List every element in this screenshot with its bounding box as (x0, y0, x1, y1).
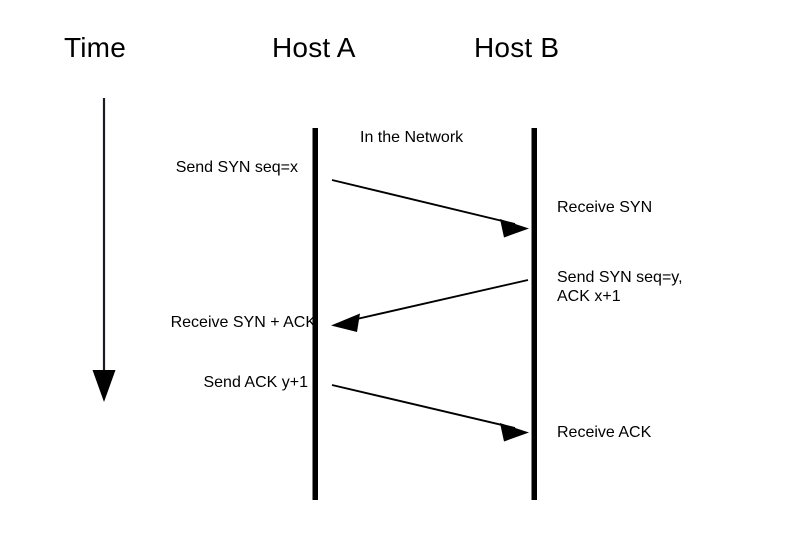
time-axis-arrow (92, 98, 116, 402)
host-a-lifeline (312, 128, 318, 500)
receive-ack-label: Receive ACK (557, 424, 652, 441)
message-arrow-syn-ack (331, 279, 529, 332)
host-b-title: Host B (474, 32, 560, 63)
send-syn-ack-label: Send SYN seq=y, ACK x+1 (557, 268, 683, 306)
in-the-network-label: In the Network (360, 129, 464, 146)
send-syn-ack-line1: Send SYN seq=y, (557, 269, 683, 286)
host-b-lifeline (531, 128, 537, 500)
send-ack-label: Send ACK y+1 (203, 374, 308, 391)
receive-syn-ack-label: Receive SYN + ACK (170, 314, 316, 331)
message-arrow-ack (331, 384, 529, 442)
host-a-title: Host A (272, 32, 356, 63)
send-syn-label: Send SYN seq=x (175, 159, 298, 176)
send-syn-ack-line2: ACK x+1 (557, 288, 621, 305)
message-arrow-syn (331, 179, 529, 238)
receive-syn-label: Receive SYN (557, 199, 653, 216)
time-axis-title: Time (64, 32, 126, 63)
